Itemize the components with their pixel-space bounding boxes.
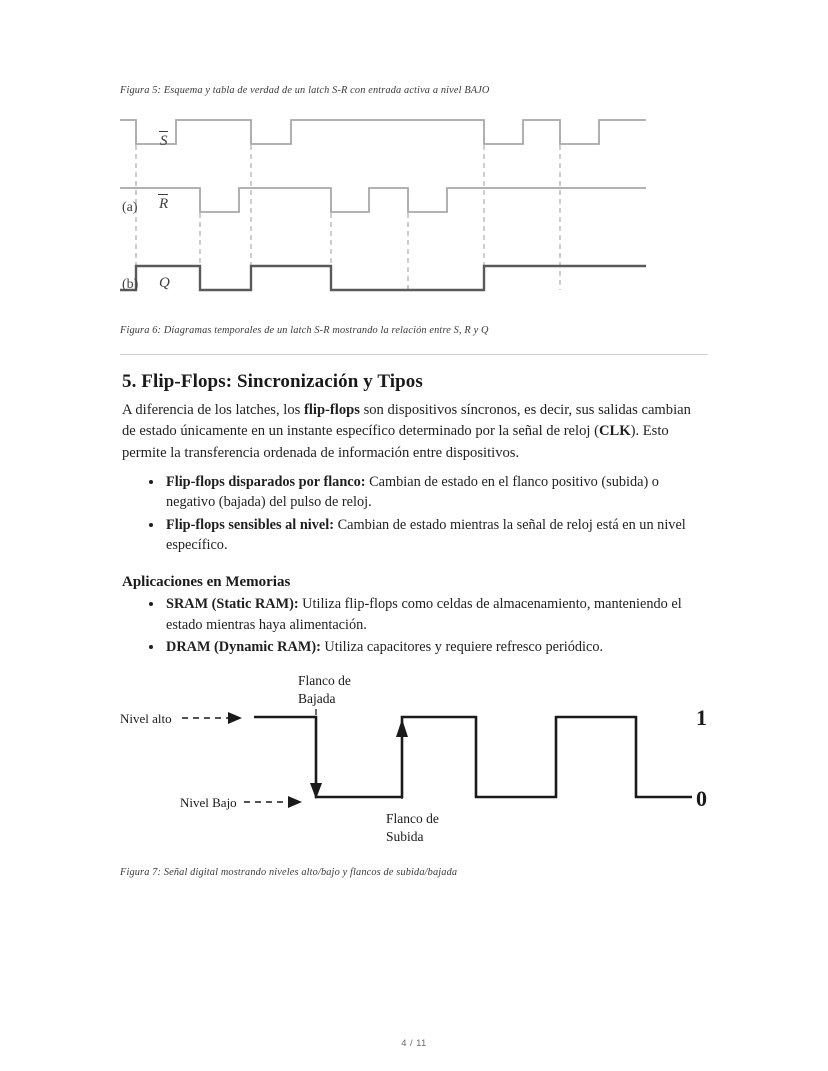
section5-title: 5. Flip-Flops: Sincronización y Tipos [122,370,423,392]
figure7-digital-signal-diagram: Flanco de Bajada Flanco de Subida Nivel … [120,667,708,852]
subsection-title-aplicaciones: Aplicaciones en Memorias [122,574,291,591]
list-item-term: Flip-flops disparados por flanco: [166,474,366,491]
list-item: Flip-flops disparados por flanco: Cambia… [164,472,708,513]
figure7-level-high-value: 1 [696,705,707,730]
figure6-trace-q [120,264,646,292]
page-footer: 4 / 11 [401,1038,427,1049]
figure7-nivel-bajo-label: Nivel Bajo [180,795,237,810]
subsection-bullet-list: SRAM (Static RAM): Utiliza flip-flops co… [120,594,708,657]
list-item: Flip-flops sensibles al nivel: Cambian d… [164,515,708,556]
figure7-caption: Figura 7: Señal digital mostrando nivele… [120,867,458,879]
figure6-trace-r [120,186,646,213]
figure6-trace-s [120,118,646,145]
figure7-nivel-bajo-arrowhead [288,796,302,809]
figure7-nivel-alto-arrowhead [228,712,242,725]
paragraph-part-bold: flip-flops [303,401,360,418]
figure6-signal-s-label: S [159,130,168,149]
figure6-signal-q-label: Q [159,274,170,291]
list-item-description: Utiliza capacitores y requiere refresco … [320,638,604,655]
list-item-description: Cambian de estado en el flanco positivo … [166,474,659,511]
section5-bullet-list: Flip-flops disparados por flanco: Cambia… [120,472,708,555]
paragraph-part: son dispositivos síncronos, es decir, su… [122,401,691,440]
figure7-nivel-alto-label: Nivel alto [120,711,172,726]
list-item-term: Flip-flops sensibles al nivel: [166,516,335,533]
figure7-flanco-subida-line1: Flanco de [386,811,439,826]
list-item: DRAM (Dynamic RAM): Utiliza capacitores … [164,637,708,657]
figure7-flanco-bajada-line2: Bajada [298,691,335,706]
figure7-level-low-value: 0 [696,786,707,811]
figure7-flanco-bajada-line1: Flanco de [298,673,351,688]
figure6-timing-diagram: (a) (b) S R Q [120,112,708,314]
section5-paragraph: A diferencia de los latches, los flip-fl… [122,400,708,464]
list-item-description: Cambian de estado mientras la señal de r… [166,516,686,553]
figure7-waveform-svg: Flanco de Bajada Flanco de Subida Nivel … [120,673,707,844]
figure6-caption: Figura 6: Diagramas temporales de un lat… [120,324,489,336]
paragraph-part-bold: CLK [598,423,631,440]
figure6-signal-r-label: R [157,193,169,212]
figure7-flanco-subida-line2: Subida [386,829,424,844]
figure7-trace [254,715,692,799]
figure6-group-a-label: (a) [122,199,138,215]
figure6-dashed-markers [135,135,561,290]
list-item-term: SRAM (Static RAM): [166,596,299,613]
section-divider [120,353,708,355]
figure6-group-b-label: (b) [122,276,139,292]
paragraph-part: A diferencia de los latches, los [122,401,304,418]
list-item-term: DRAM (Dynamic RAM): [166,638,321,655]
figure6-waveform-svg [120,118,646,292]
paragraph-part: ). Esto permite la transferencia ordenad… [122,423,669,461]
list-item-description: Utiliza flip-flops como celdas de almace… [166,596,682,633]
list-item: SRAM (Static RAM): Utiliza flip-flops co… [164,594,708,635]
figure5-caption: Figura 5: Esquema y tabla de verdad de u… [120,85,490,96]
page-content: Figura 5: Esquema y tabla de verdad de u… [120,84,708,880]
